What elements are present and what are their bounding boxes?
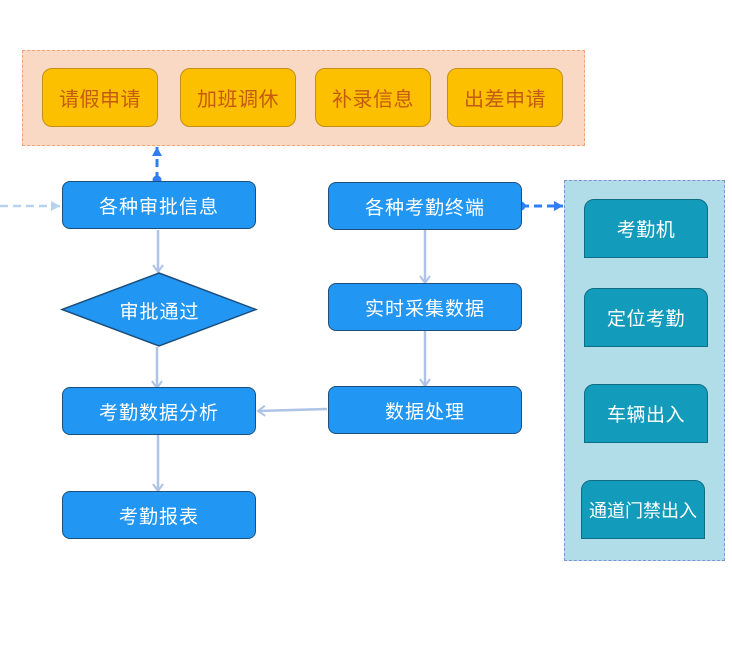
node-label: 考勤数据分析 (98, 401, 219, 424)
node-label: 各种审批信息 (98, 195, 219, 218)
node-label: 定位考勤 (606, 308, 685, 330)
node-label: 通道门禁出入 (589, 500, 697, 522)
device-attendance-machine-node[interactable]: 考勤机 (584, 199, 708, 258)
approval-decision-label: 审批通过 (119, 300, 200, 323)
node-label: 考勤机 (616, 219, 676, 241)
node-label: 数据处理 (384, 400, 465, 423)
device-gate-access-node[interactable]: 通道门禁出入 (581, 480, 705, 539)
request-overtime-node[interactable]: 加班调休 (180, 68, 296, 127)
node-label: 加班调休 (197, 87, 279, 111)
processing-to-analysis-arrow (256, 405, 328, 417)
node-label: 出差申请 (464, 87, 546, 111)
device-vehicle-access-node[interactable]: 车辆出入 (584, 384, 708, 443)
data-processing-node[interactable]: 数据处理 (328, 386, 522, 434)
node-label: 考勤报表 (118, 505, 199, 528)
node-label: 车辆出入 (606, 404, 685, 426)
node-label: 各种考勤终端 (364, 196, 485, 219)
attendance-terminals-node[interactable]: 各种考勤终端 (328, 182, 522, 230)
realtime-collect-node[interactable]: 实时采集数据 (328, 283, 522, 331)
request-business-trip-node[interactable]: 出差申请 (447, 68, 563, 127)
attendance-analysis-node[interactable]: 考勤数据分析 (62, 387, 256, 435)
device-location-attendance-node[interactable]: 定位考勤 (584, 288, 708, 347)
node-label: 请假申请 (59, 87, 141, 111)
approval-info-node[interactable]: 各种审批信息 (62, 181, 256, 229)
request-supplement-node[interactable]: 补录信息 (315, 68, 431, 127)
node-label: 实时采集数据 (364, 297, 485, 320)
node-label: 补录信息 (332, 87, 414, 111)
request-leave-node[interactable]: 请假申请 (42, 68, 158, 127)
attendance-report-node[interactable]: 考勤报表 (62, 491, 256, 539)
